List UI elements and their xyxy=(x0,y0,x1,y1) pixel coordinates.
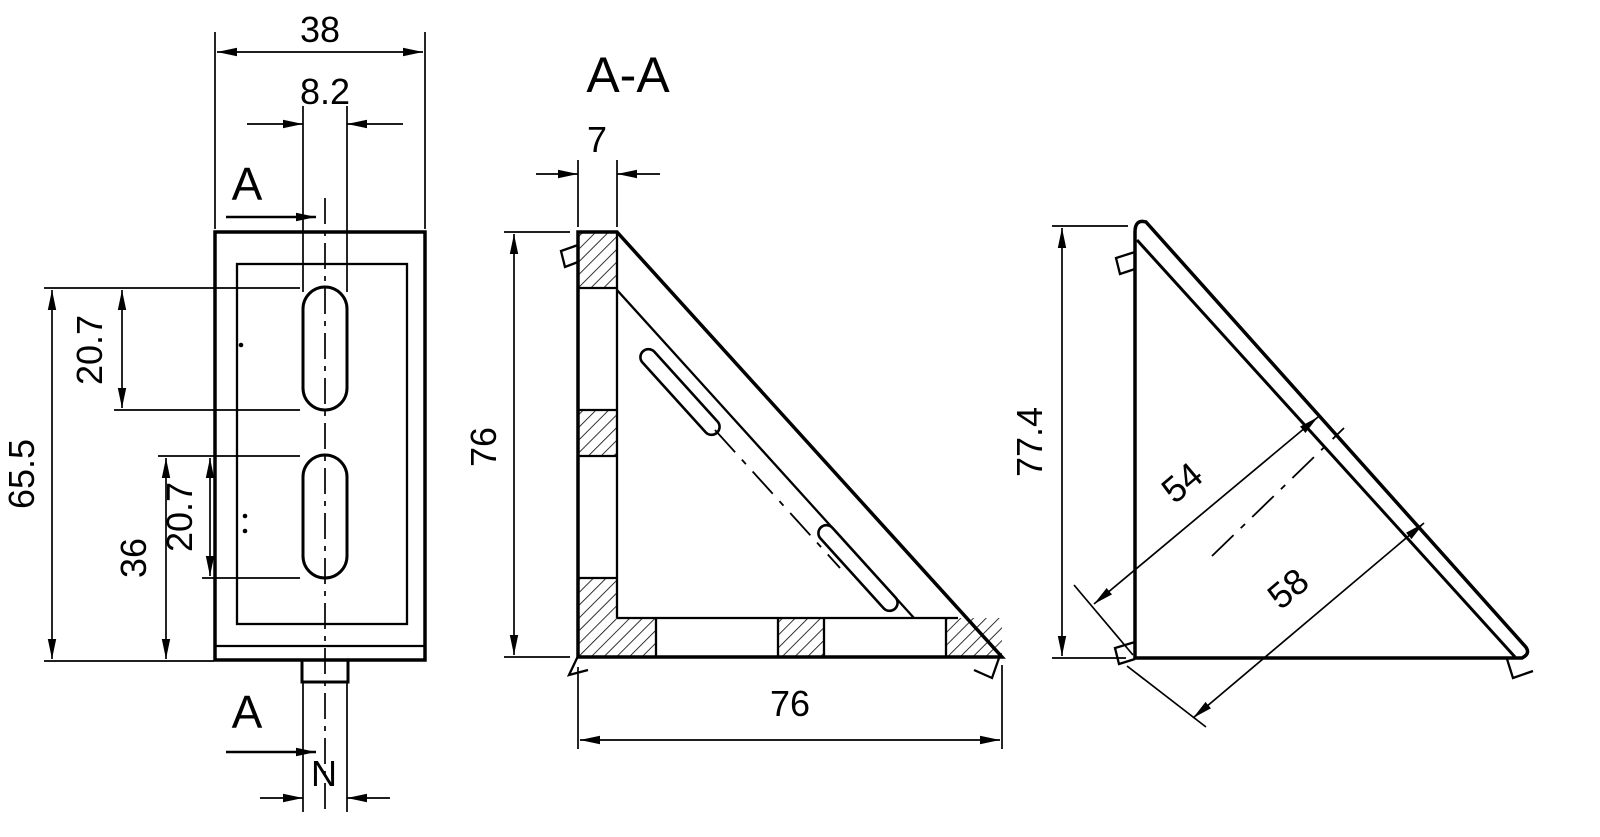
dim-label-section-width: 76 xyxy=(770,683,810,724)
diagonal-centerline xyxy=(714,429,841,569)
label-nut: N xyxy=(311,753,337,794)
side-slot-centerline xyxy=(1211,427,1345,557)
bottom-tab xyxy=(300,660,350,684)
dim-label-section-height: 76 xyxy=(463,427,504,467)
reference-dot-3 xyxy=(242,528,248,534)
ext-line-54 xyxy=(1073,584,1134,656)
section-view: A-A 7 xyxy=(463,47,1006,749)
lip-bottom-left xyxy=(566,655,589,677)
reference-dot-2 xyxy=(242,513,248,519)
dim-line-54 xyxy=(1093,416,1319,605)
dim-label-slot1-length: 20.7 xyxy=(69,315,110,385)
lip-bottom-right xyxy=(973,657,1001,680)
dim-label-slot2-length: 20.7 xyxy=(159,482,200,552)
dim-label-slot-width: 8.2 xyxy=(300,71,350,112)
lip-top-left xyxy=(559,243,579,269)
dim-label-side-height: 77.4 xyxy=(1009,407,1050,477)
side-outline xyxy=(1133,219,1530,660)
dim-label-thickness: 7 xyxy=(587,119,607,160)
section-label-a-bottom: A xyxy=(232,686,263,738)
hatch-base-corner xyxy=(617,618,656,657)
hatch-base-right xyxy=(946,618,1002,657)
hatch-base-middle xyxy=(778,618,824,657)
bracket-outer-face xyxy=(213,230,427,662)
dim-line-58 xyxy=(1192,522,1425,719)
side-lip-bottom-right xyxy=(1505,658,1534,680)
section-title: A-A xyxy=(586,47,670,103)
hatch-wall-bottom xyxy=(578,578,617,657)
slot-upper xyxy=(301,285,349,412)
side-lip-top-left xyxy=(1114,250,1136,276)
dim-label-width: 38 xyxy=(300,9,340,50)
side-view: 77.4 54 58 xyxy=(1009,219,1534,728)
ext-line-58 xyxy=(1126,665,1207,728)
dim-label-total-height: 65.5 xyxy=(1,439,42,509)
side-inner-diagonal xyxy=(1135,238,1517,659)
front-view: 38 8.2 A A N 65.5 xyxy=(1,9,427,814)
reference-dot-1 xyxy=(238,342,244,348)
section-label-a-top: A xyxy=(232,158,263,210)
hatch-wall-middle xyxy=(578,410,617,456)
section-outline xyxy=(576,230,1006,659)
hatch-wall-top xyxy=(578,232,617,288)
dim-label-lower-offset: 36 xyxy=(113,538,154,578)
diagonal-slot-lower xyxy=(817,523,899,613)
bracket-inner-face xyxy=(235,262,409,626)
